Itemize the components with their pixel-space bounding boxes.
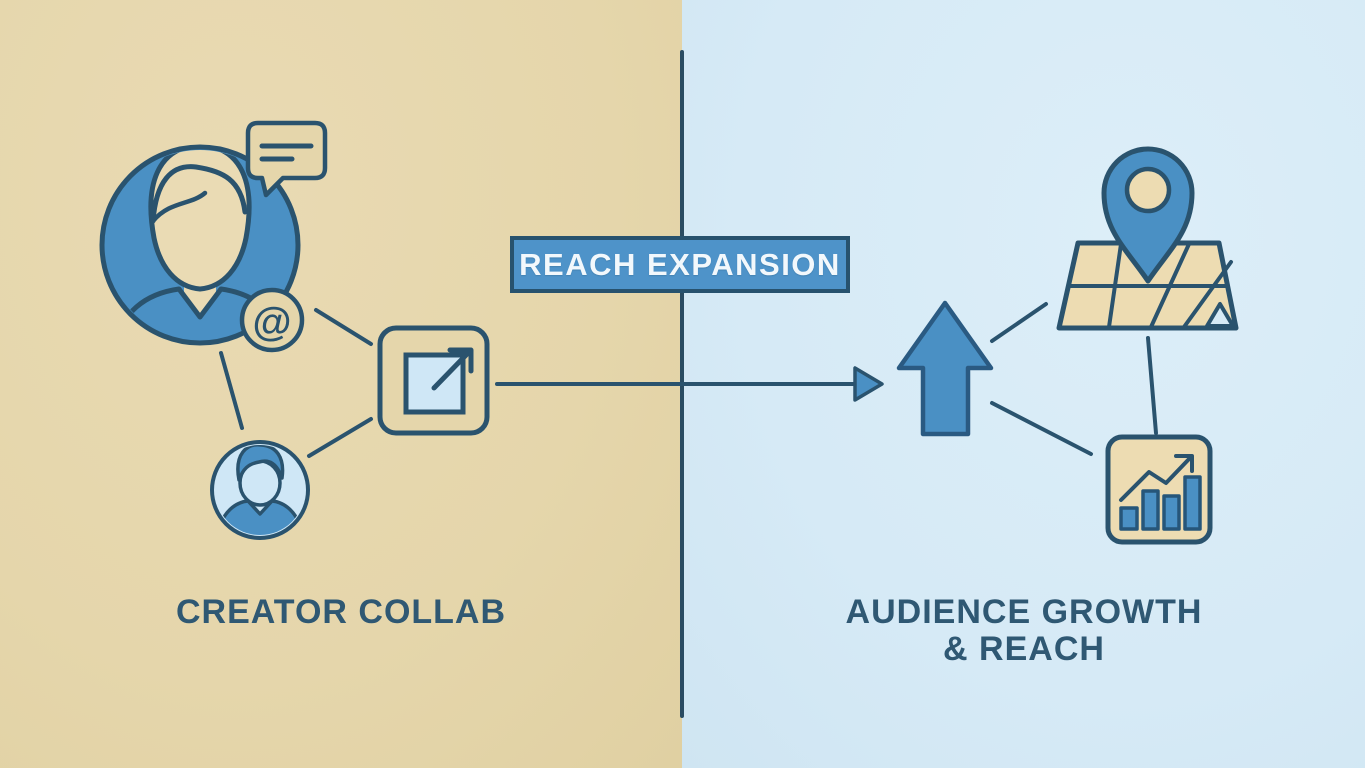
chat-bubble-icon xyxy=(245,120,328,198)
connector-lines-left xyxy=(219,308,373,458)
up-arrow-icon xyxy=(896,300,994,437)
at-symbol-icon: @ xyxy=(239,287,305,353)
flow-arrow xyxy=(495,366,884,402)
location-pin-icon xyxy=(1101,146,1195,284)
left-section-label: CREATOR COLLAB xyxy=(0,594,682,631)
connector-lines-right xyxy=(990,302,1158,456)
audience-growth-text-line1: AUDIENCE GROWTH xyxy=(845,593,1203,631)
map-icon xyxy=(1056,146,1239,331)
right-section-label: AUDIENCE GROWTH & REACH xyxy=(683,594,1365,668)
creator-collab-text: CREATOR COLLAB xyxy=(175,593,507,631)
reach-expansion-banner: REACH EXPANSION xyxy=(510,236,850,293)
bar-chart-icon xyxy=(1105,434,1213,545)
external-link-icon xyxy=(377,325,490,436)
audience-growth-text-line2: & REACH xyxy=(943,630,1105,668)
reach-expansion-banner-label: REACH EXPANSION xyxy=(519,246,841,282)
small-person-avatar-icon xyxy=(210,440,310,540)
at-symbol-glyph: @ xyxy=(252,300,291,344)
